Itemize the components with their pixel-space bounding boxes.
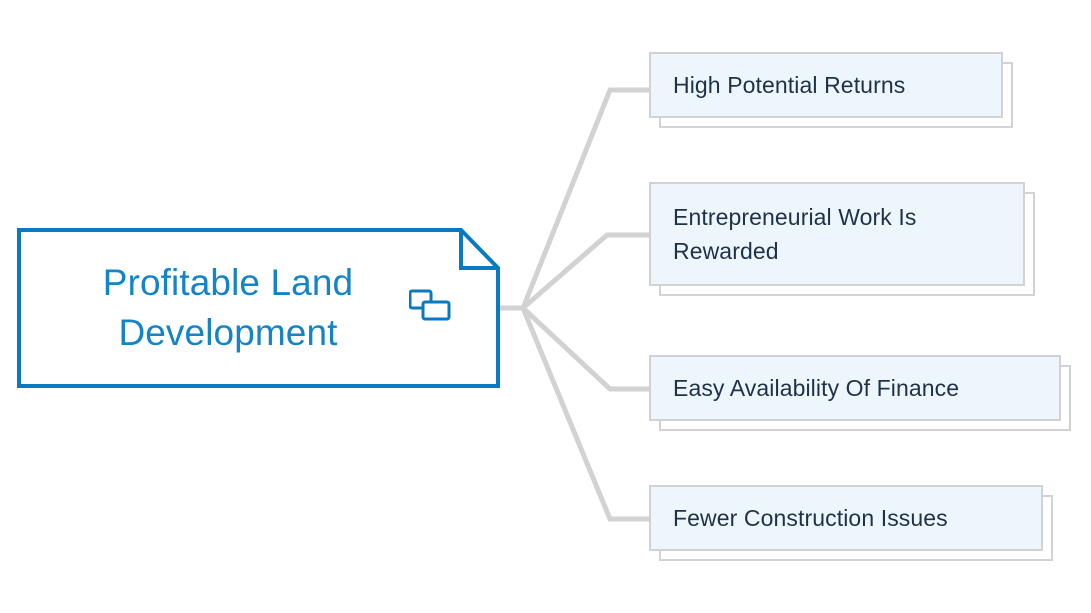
child-node-2[interactable]: Entrepreneurial Work Is Rewarded: [649, 182, 1035, 296]
copy-duplicate-icon[interactable]: [409, 287, 453, 325]
child-node-3-label: Easy Availability Of Finance: [673, 374, 960, 401]
child-node-2-body[interactable]: Entrepreneurial Work Is Rewarded: [649, 182, 1025, 286]
child-node-4-body[interactable]: Fewer Construction Issues: [649, 485, 1043, 551]
child-node-2-label: Entrepreneurial Work Is Rewarded: [673, 203, 917, 265]
child-node-1-body[interactable]: High Potential Returns: [649, 52, 1003, 118]
connector-to-child-1: [520, 87, 649, 309]
child-node-3[interactable]: Easy Availability Of Finance: [649, 355, 1071, 431]
child-node-3-body[interactable]: Easy Availability Of Finance: [649, 355, 1061, 421]
connector-to-child-2: [521, 232, 649, 310]
root-node-label: Profitable Land Development: [102, 262, 354, 353]
root-node[interactable]: Profitable Land Development: [17, 228, 500, 388]
root-node-shape: [17, 228, 500, 388]
child-node-1-label: High Potential Returns: [673, 71, 906, 98]
connector-to-child-3: [521, 306, 649, 392]
child-node-1[interactable]: High Potential Returns: [649, 52, 1013, 128]
child-node-4-label: Fewer Construction Issues: [673, 504, 948, 531]
connector-to-child-4: [520, 307, 649, 522]
child-node-4[interactable]: Fewer Construction Issues: [649, 485, 1053, 561]
